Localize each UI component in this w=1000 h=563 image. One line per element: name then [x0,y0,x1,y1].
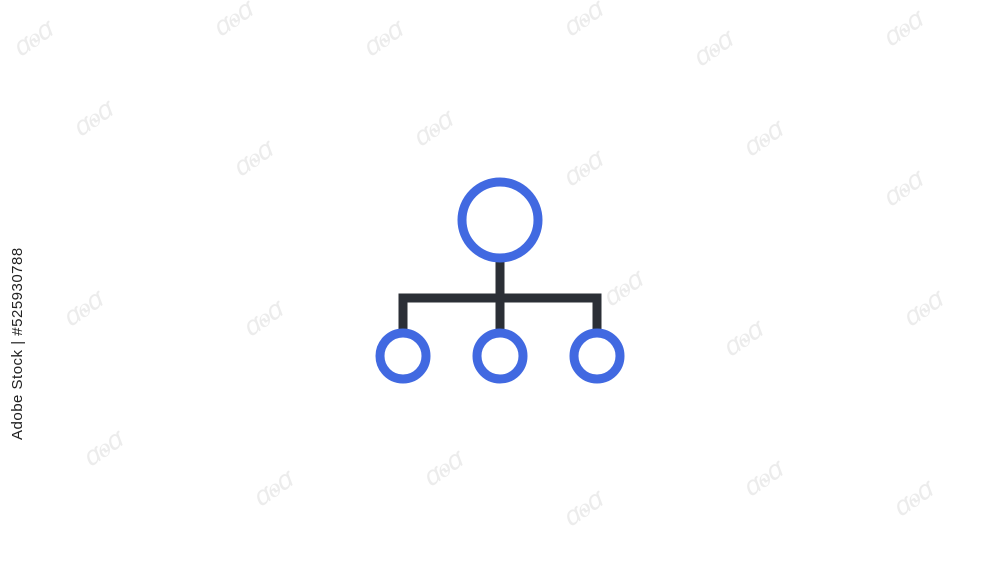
child-node-right [569,328,625,384]
root-node [457,177,543,263]
child-node-center [472,328,528,384]
branch-bar [398,293,602,333]
child-node-left [375,328,431,384]
connector-lines [398,262,602,333]
